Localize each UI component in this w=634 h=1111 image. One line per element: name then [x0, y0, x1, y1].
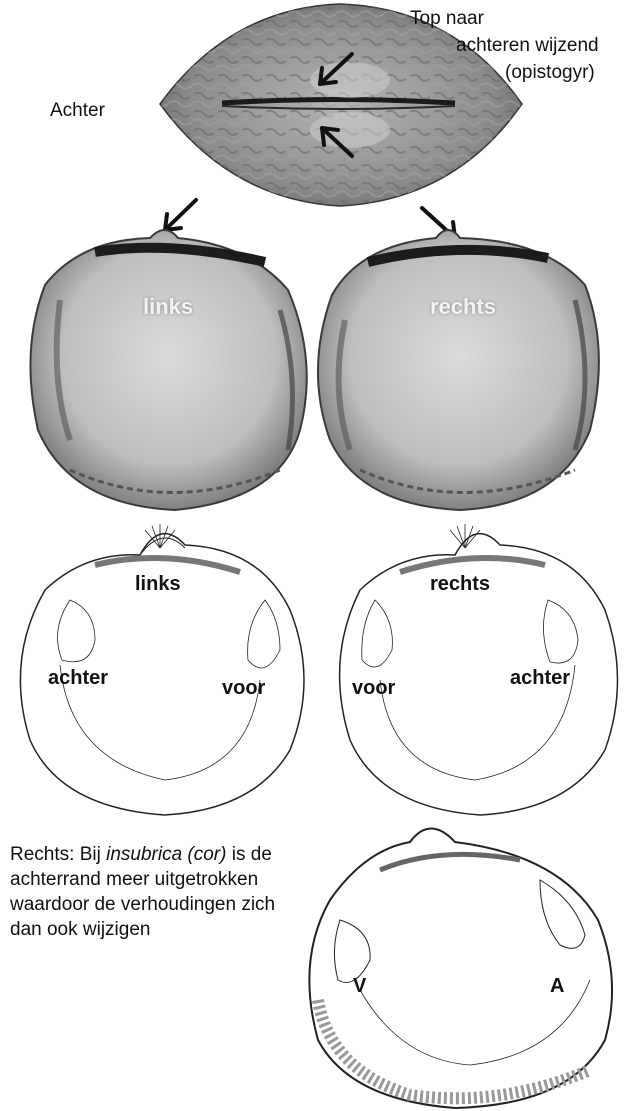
- bottom-valve-drawing: [309, 829, 612, 1109]
- drawing-left-voor: voor: [222, 677, 265, 700]
- drawing-left-label: links: [135, 573, 181, 596]
- photo-left-label: links: [143, 294, 193, 320]
- photo-right-label: rechts: [430, 294, 496, 320]
- drawing-right-achter: achter: [510, 667, 570, 690]
- right-valve-drawing: [340, 524, 618, 815]
- left-valve-photo: [30, 230, 306, 510]
- top-label-line3: (opistogyr): [505, 62, 595, 84]
- caption: Rechts: Bij insubrica (cor) is de achter…: [10, 842, 300, 942]
- caption-prefix: Rechts: Bij: [10, 844, 106, 865]
- drawing-right-label: rechts: [430, 573, 490, 596]
- bottom-mark-v: V: [353, 975, 366, 998]
- top-label-line1: Top naar: [410, 8, 484, 30]
- drawing-left-achter: achter: [48, 667, 108, 690]
- right-valve-photo: [318, 230, 599, 510]
- achter-label: Achter: [50, 100, 105, 122]
- caption-species: insubrica (cor): [106, 844, 226, 865]
- drawing-right-voor: voor: [352, 677, 395, 700]
- top-label-line2: achteren wijzend: [456, 35, 599, 57]
- bottom-mark-a: A: [550, 975, 564, 998]
